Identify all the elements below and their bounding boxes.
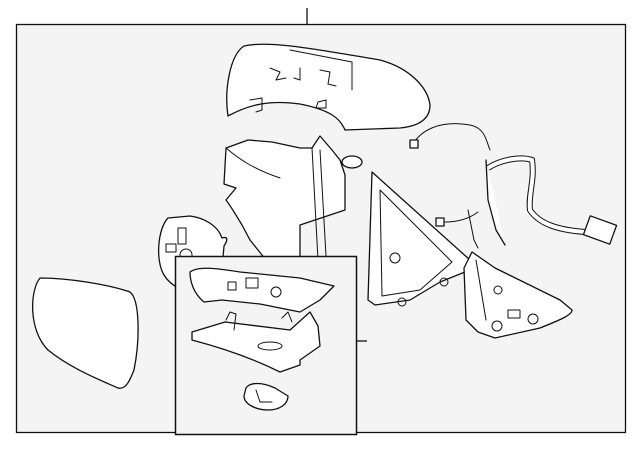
turn-signal-bracket[interactable] [191, 311, 321, 373]
puddle-lamp[interactable] [243, 382, 289, 411]
mirror-cover-cap[interactable] [226, 43, 431, 131]
mirror-glass[interactable] [32, 277, 139, 389]
wiring-harness[interactable] [409, 123, 618, 249]
turn-signal-lamp[interactable] [189, 267, 335, 313]
mirror-lower-cover[interactable] [463, 251, 573, 339]
